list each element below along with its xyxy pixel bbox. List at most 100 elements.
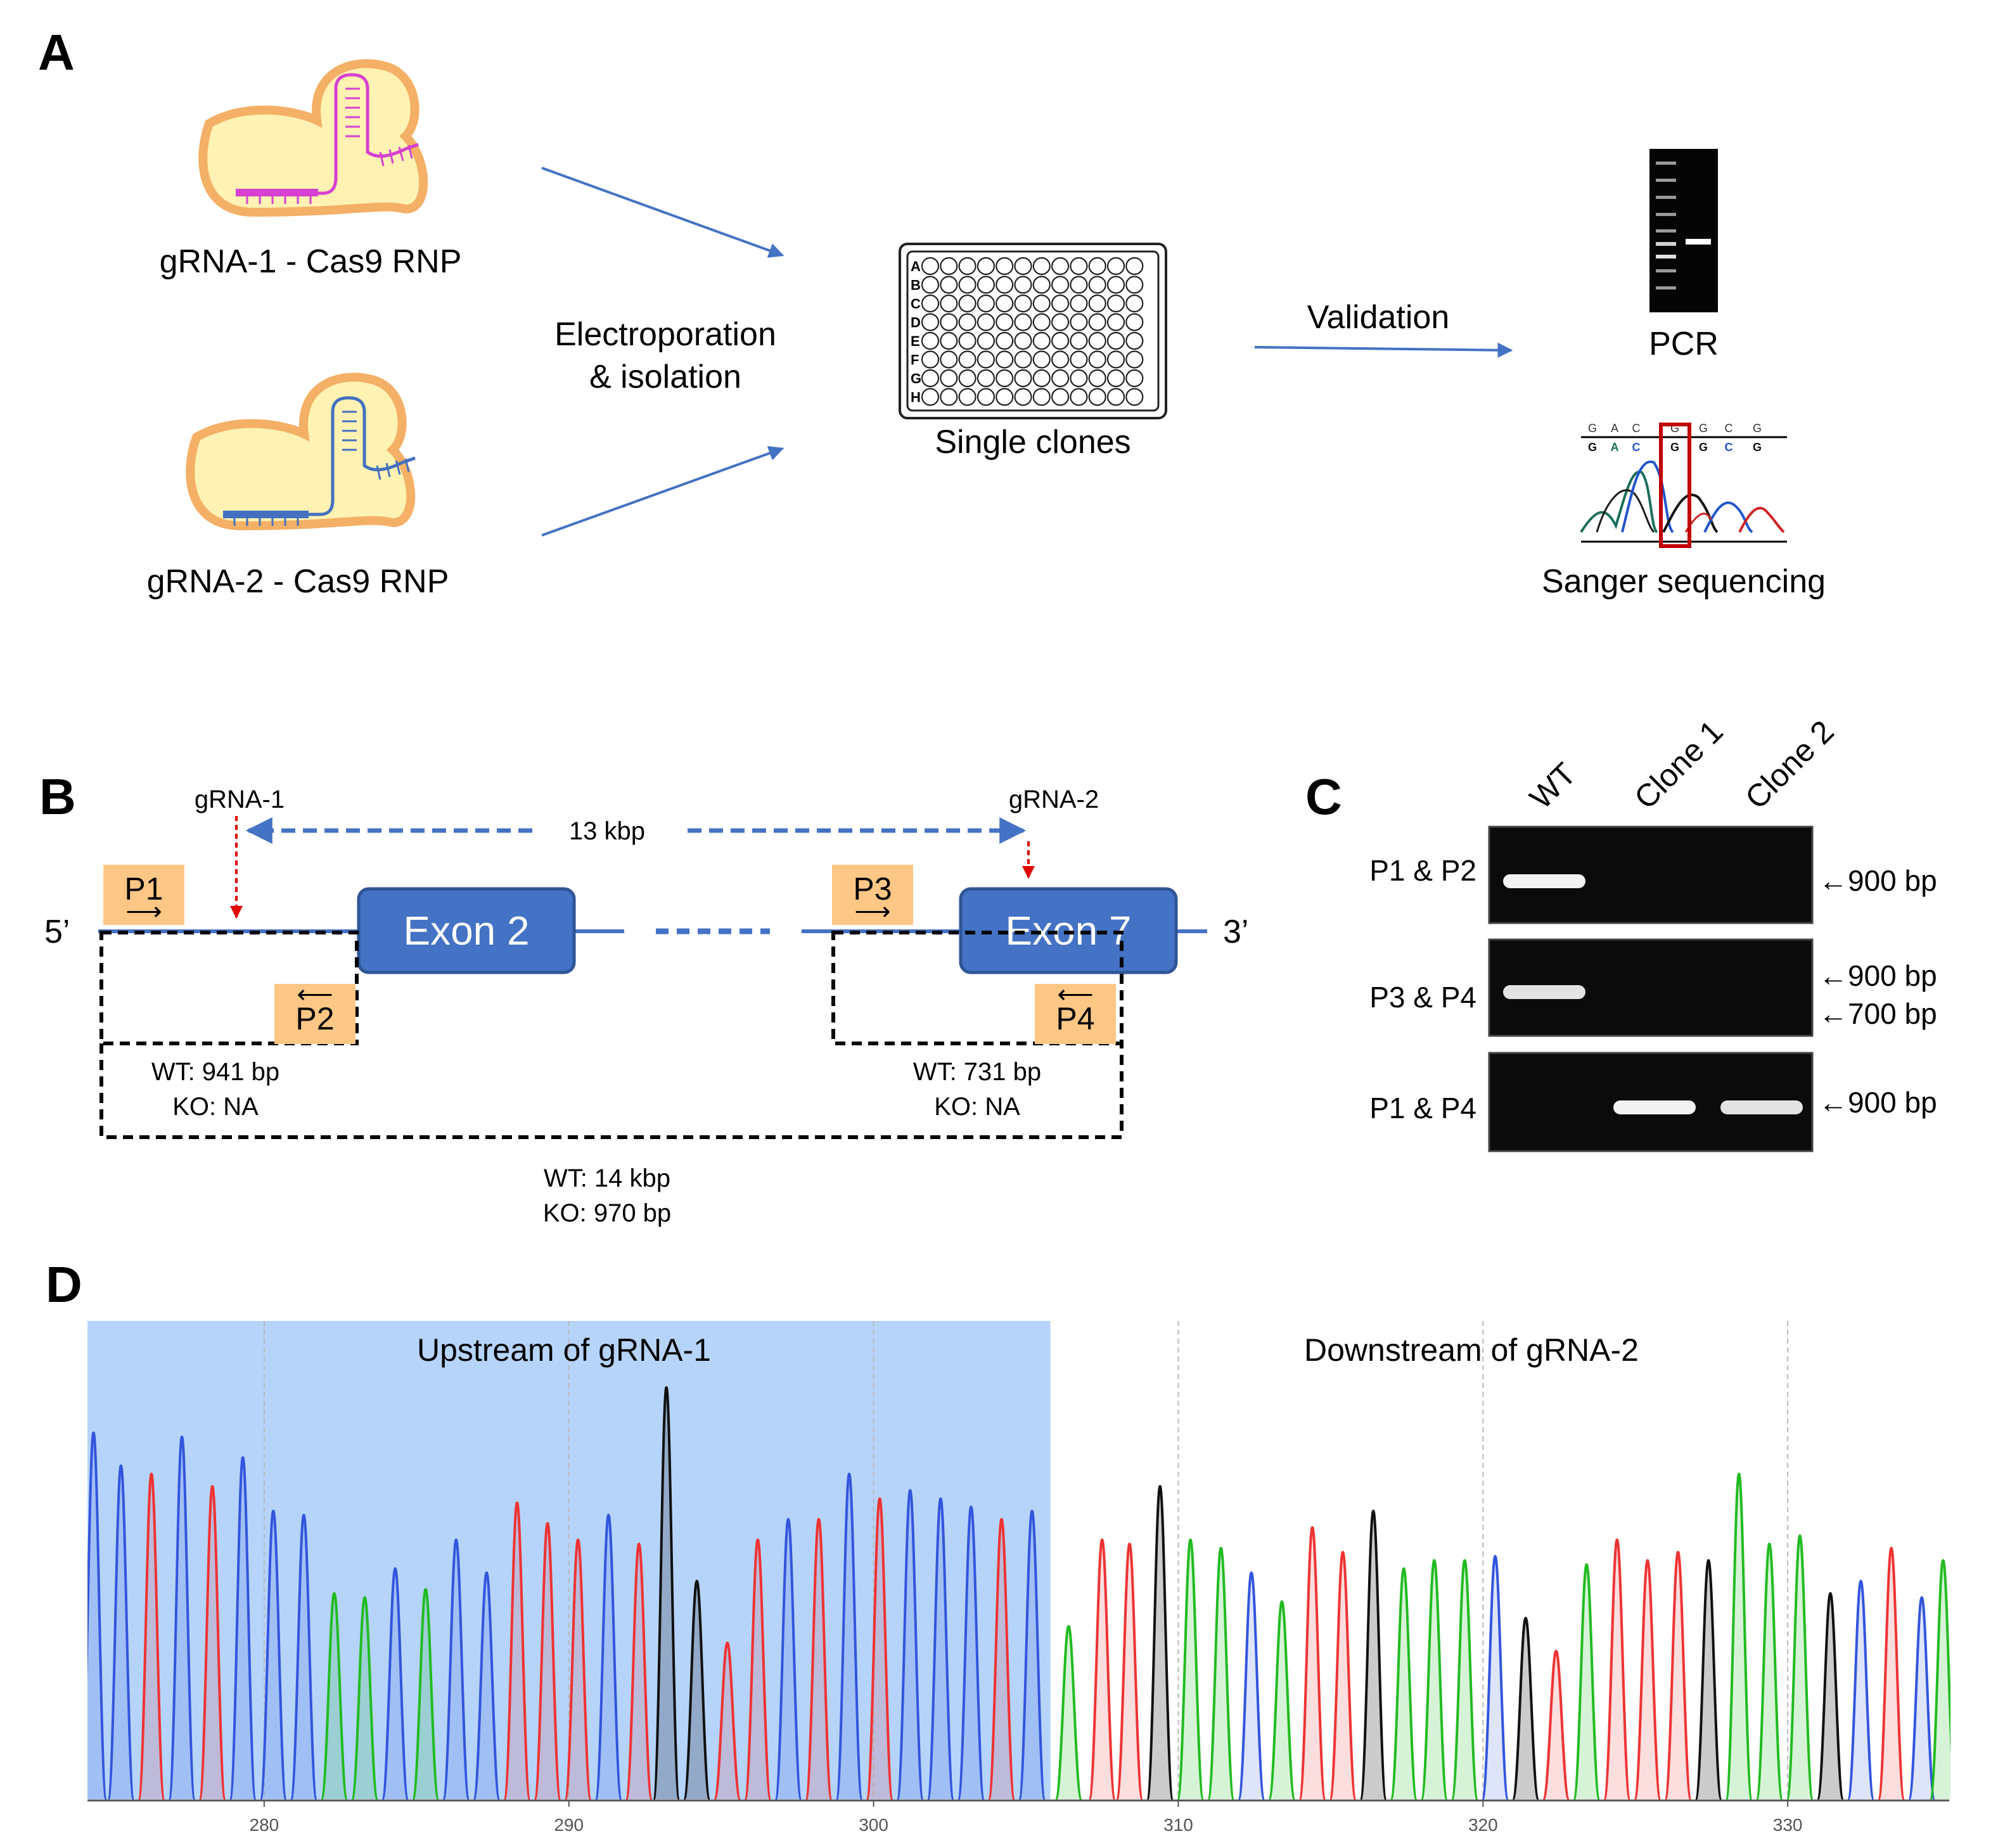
plate-well [1014, 294, 1032, 313]
plate-well [958, 369, 977, 388]
sanger-top-base: A [1611, 422, 1618, 435]
plate-row-label: A [911, 258, 921, 274]
plate-well [1088, 388, 1106, 406]
plate-well [1051, 276, 1070, 294]
amplicon-right-wt: WT: 731 bp [913, 1058, 1041, 1086]
sanger-top-base: C [1725, 422, 1733, 435]
trace-peak-A [1267, 1600, 1297, 1800]
plate-well [1070, 313, 1088, 331]
trace-peak-C [167, 1435, 196, 1800]
plate-well [1125, 276, 1144, 294]
amplicon-left-ko: KO: NA [172, 1093, 259, 1121]
plate-well [996, 350, 1014, 369]
sanger-bottom-base: A [1611, 441, 1619, 454]
plate-well [1070, 331, 1088, 350]
plate-well [1051, 294, 1070, 313]
trace-peak-C [442, 1538, 470, 1800]
plate-well [921, 350, 940, 369]
plate-well [1032, 276, 1051, 294]
plate-well [1070, 276, 1088, 294]
primer-p2-label: P2 [295, 1001, 334, 1036]
sanger-top-base: G [1753, 422, 1762, 435]
plate-well [977, 369, 996, 388]
plate-well [1032, 331, 1051, 350]
plate-well [940, 294, 958, 313]
plate-well [977, 350, 996, 369]
gel-band [1503, 874, 1585, 888]
plate-well [1106, 313, 1125, 331]
plate-well [1051, 369, 1070, 388]
plate-well [1014, 369, 1032, 388]
pcr-gel-icon [1649, 149, 1718, 312]
lane-label-clone2: Clone 2 [1738, 713, 1840, 815]
plate-well [940, 313, 958, 331]
three-prime-label: 3’ [1223, 914, 1248, 950]
trace-peak-C [1907, 1596, 1936, 1800]
gel-size-marker: ←700 bp [1819, 997, 1937, 1030]
primer-p4-arrow-icon: ⟵ [1057, 981, 1093, 1009]
pcr-caption: PCR [1649, 326, 1719, 362]
trace-peak-C [106, 1464, 136, 1800]
plate-well [996, 257, 1014, 276]
gel-size-marker: ←900 bp [1819, 959, 1937, 992]
plate-well [1032, 257, 1051, 276]
plate-well [977, 294, 996, 313]
amplicon-outer-ko: KO: 970 bp [543, 1199, 671, 1227]
trace-peak-A [1786, 1534, 1814, 1800]
electroporation-label-line2: & isolation [589, 359, 741, 395]
grna2-rnp-caption: gRNA-2 - Cas9 RNP [147, 563, 449, 600]
plate-well [1088, 313, 1106, 331]
plate-well [996, 388, 1014, 406]
plate-well [996, 313, 1014, 331]
trace-peak-C [835, 1472, 864, 1800]
trace-peak-T [1542, 1649, 1570, 1800]
plate-well [996, 331, 1014, 350]
trace-peak-A [1450, 1558, 1479, 1800]
lane-label-clone1: Clone 1 [1627, 713, 1729, 815]
trace-peak-A [350, 1596, 379, 1800]
plate-well [921, 331, 940, 350]
plate-well [1032, 369, 1051, 388]
plate-well [1051, 388, 1070, 406]
axis-tick-label: 280 [250, 1815, 279, 1835]
axis-tick-label: 330 [1773, 1815, 1803, 1835]
trace-peak-G [682, 1579, 711, 1800]
plate-well [1051, 313, 1070, 331]
plate-well [1051, 257, 1070, 276]
plate-well [940, 276, 958, 294]
plate-well [1106, 276, 1125, 294]
plate-well [977, 331, 996, 350]
validation-label: Validation [1307, 299, 1450, 336]
trace-peak-T [804, 1517, 833, 1800]
plate-well [1014, 350, 1032, 369]
gel-band [1613, 1100, 1696, 1114]
trace-peak-A [320, 1591, 349, 1800]
sanger-bottom-base: C [1725, 441, 1733, 454]
gel-band [1720, 1100, 1803, 1114]
arrow-grna2-to-plate [541, 446, 784, 537]
plate-well [977, 388, 996, 406]
sanger-bottom-base: G [1670, 441, 1679, 454]
trace-peak-T [1115, 1542, 1144, 1800]
trace-peak-A [1755, 1542, 1784, 1800]
trace-peak-T [743, 1538, 772, 1800]
plate-well [1106, 350, 1125, 369]
trace-peak-C [87, 1431, 108, 1800]
trace-peak-C [1018, 1509, 1046, 1800]
plate-well [1125, 350, 1144, 369]
plate-well [1070, 294, 1088, 313]
plate-well [940, 369, 958, 388]
plate-well [1032, 350, 1051, 369]
plate-well [940, 257, 958, 276]
plate-well [1106, 388, 1125, 406]
distance-label: 13 kbp [569, 817, 645, 845]
trace-peak-T [198, 1484, 227, 1800]
primer-p1-label: P1 [124, 871, 163, 907]
plate-well [958, 331, 977, 350]
plate-well [1088, 276, 1106, 294]
plate-well [958, 313, 977, 331]
amplicon-p3-p4-box [831, 931, 1124, 1045]
plate-well [1070, 257, 1088, 276]
plate-well [1106, 369, 1125, 388]
grna2-site-label: gRNA-2 [1009, 786, 1099, 813]
